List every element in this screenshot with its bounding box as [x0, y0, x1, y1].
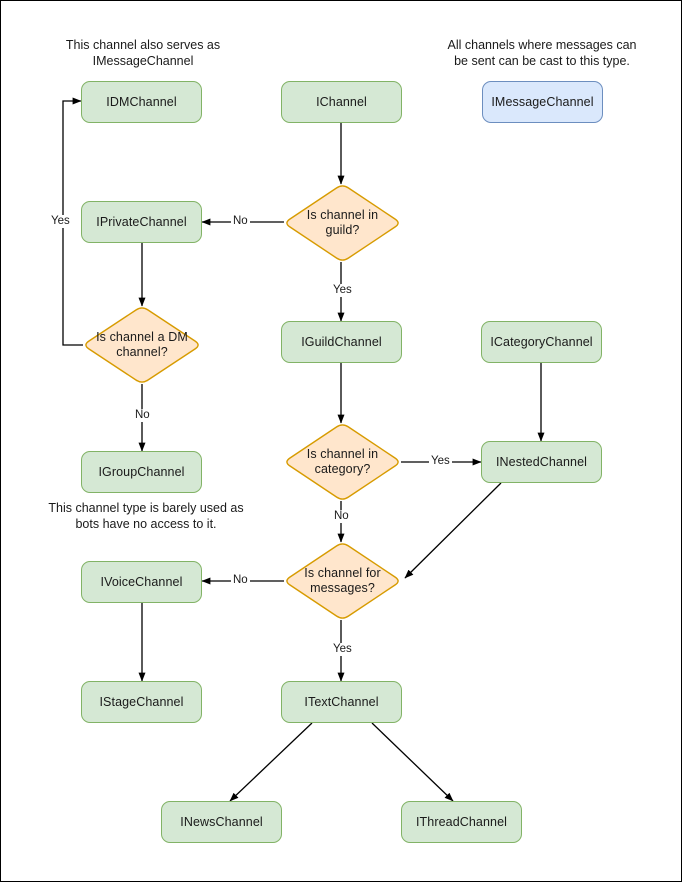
- node-icategorychannel[interactable]: ICategoryChannel: [481, 321, 602, 363]
- node-label: ICategoryChannel: [490, 334, 593, 349]
- node-label: INestedChannel: [495, 454, 588, 469]
- node-label: IDMChannel: [106, 94, 177, 109]
- node-label: IChannel: [316, 94, 367, 109]
- edge-e-nested-messages: [404, 482, 502, 579]
- node-q-category[interactable]: Is channel in category?: [284, 423, 401, 501]
- edge-label-e-category-yes-nested: Yes: [429, 455, 452, 468]
- diamond-shape: [286, 543, 399, 619]
- node-ichannel[interactable]: IChannel: [281, 81, 402, 123]
- node-label: Is channel in guild?: [306, 208, 379, 237]
- node-label: Is channel in category?: [306, 447, 379, 476]
- annotation-note-group: This channel type is barely used as bots…: [48, 501, 244, 531]
- node-q-guild[interactable]: Is channel in guild?: [284, 184, 401, 262]
- node-istagechannel[interactable]: IStageChannel: [81, 681, 202, 723]
- node-label: IVoiceChannel: [100, 574, 183, 589]
- node-label: IThreadChannel: [415, 814, 508, 829]
- diamond-shape: [85, 307, 199, 383]
- node-label: Is channel a DM channel?: [96, 330, 188, 359]
- diamond-shape: [286, 185, 399, 261]
- node-label: IGroupChannel: [98, 464, 185, 479]
- node-iprivatechannel[interactable]: IPrivateChannel: [81, 201, 202, 243]
- node-ithreadchannel[interactable]: IThreadChannel: [401, 801, 522, 843]
- node-inewschannel[interactable]: INewsChannel: [161, 801, 282, 843]
- node-igroupchannel[interactable]: IGroupChannel: [81, 451, 202, 493]
- node-inestedchannel[interactable]: INestedChannel: [481, 441, 602, 483]
- edge-label-e-category-no-messages: No: [332, 510, 351, 523]
- node-iguildchannel[interactable]: IGuildChannel: [281, 321, 402, 363]
- node-label: IPrivateChannel: [96, 214, 187, 229]
- node-q-messages[interactable]: Is channel for messages?: [284, 542, 401, 620]
- edge-label-e-messages-no-voice: No: [231, 574, 250, 587]
- node-itextchannel[interactable]: ITextChannel: [281, 681, 402, 723]
- node-label: IGuildChannel: [301, 334, 382, 349]
- node-idmchannel[interactable]: IDMChannel: [81, 81, 202, 123]
- edge-label-e-guild-guildchannel: Yes: [331, 284, 354, 297]
- diamond-shape: [286, 424, 399, 500]
- edge-label-e-messages-yes-text: Yes: [331, 643, 354, 656]
- node-imessagechannel[interactable]: IMessageChannel: [482, 81, 603, 123]
- edge-e-text-thread: [371, 722, 454, 802]
- edge-e-text-news: [229, 722, 313, 802]
- annotation-note-message: All channels where messages can be sent …: [447, 38, 637, 68]
- node-q-dm[interactable]: Is channel a DM channel?: [83, 306, 201, 384]
- annotation-note-dm: This channel also serves as IMessageChan…: [65, 38, 221, 68]
- node-label: IStageChannel: [99, 694, 184, 709]
- node-label: IMessageChannel: [491, 94, 594, 109]
- node-label: INewsChannel: [180, 814, 263, 829]
- node-ivoicechannel[interactable]: IVoiceChannel: [81, 561, 202, 603]
- node-label: Is channel for messages?: [304, 566, 381, 595]
- edge-label-e-dm-no-group: No: [133, 409, 152, 422]
- node-label: ITextChannel: [304, 694, 379, 709]
- edge-label-e-guild-private: No: [231, 215, 250, 228]
- edge-label-e-dm-yes-idm: Yes: [49, 215, 72, 228]
